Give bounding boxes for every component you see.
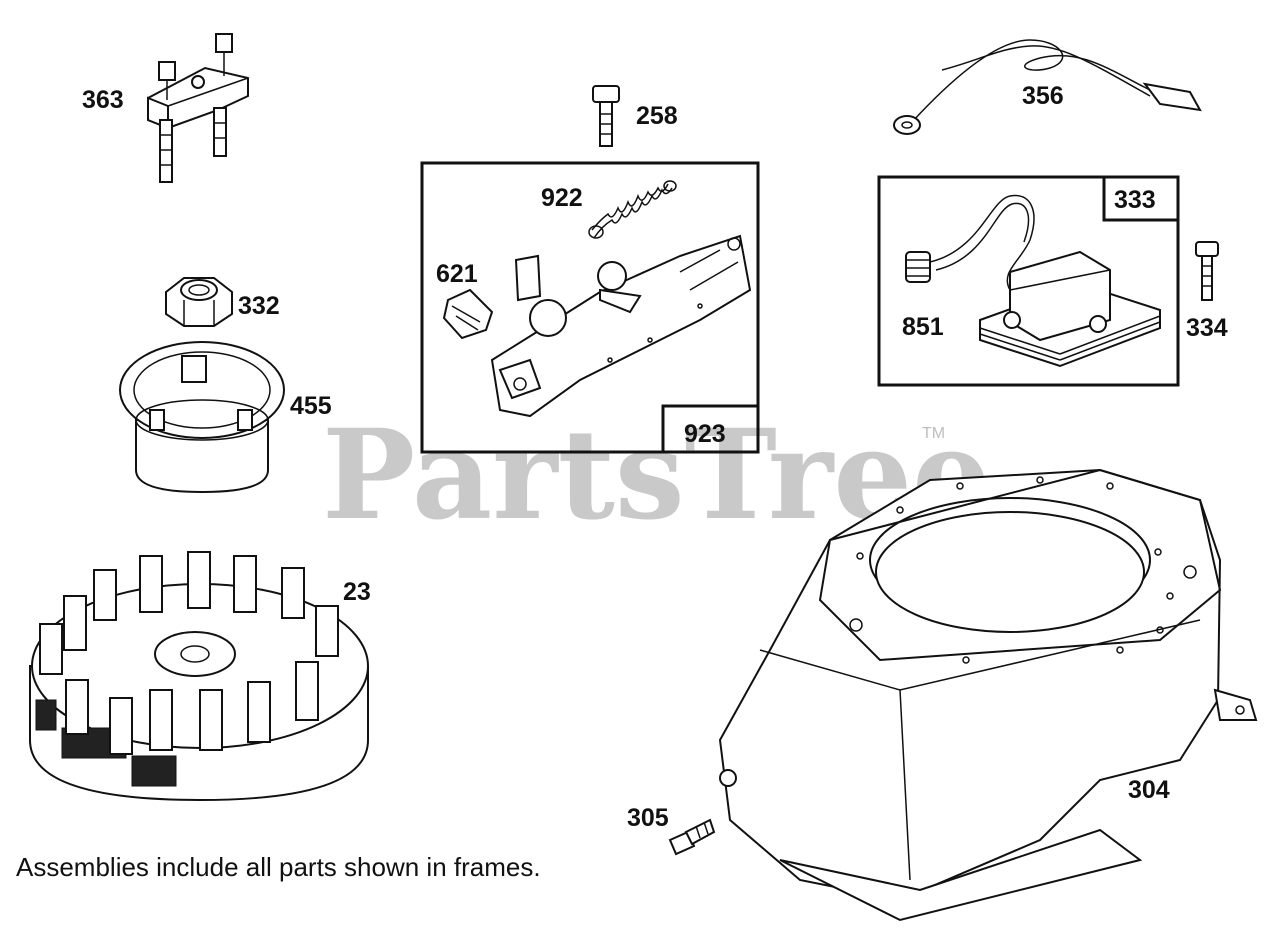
assembly-footnote: Assemblies include all parts shown in fr… [16, 852, 541, 882]
label-363: 363 [82, 86, 124, 114]
label-305: 305 [627, 804, 669, 832]
label-332: 332 [238, 292, 280, 320]
part-356-wire[interactable] [893, 39, 1202, 135]
part-governor-plate[interactable] [490, 234, 752, 418]
label-621: 621 [436, 260, 478, 288]
label-922: 922 [541, 184, 583, 212]
assembly-frame-333[interactable] [877, 175, 1180, 387]
label-258: 258 [636, 102, 678, 130]
label-923: 923 [684, 420, 726, 448]
part-334-screw[interactable] [1195, 241, 1219, 301]
part-363-bracket[interactable] [147, 33, 249, 183]
part-922-spring[interactable] [588, 180, 677, 239]
part-23-flywheel[interactable] [29, 551, 369, 802]
label-304: 304 [1128, 776, 1170, 804]
assembly-frame-923[interactable] [420, 161, 760, 454]
part-304-blower-housing[interactable] [718, 468, 1258, 922]
part-621-clip[interactable] [442, 288, 494, 340]
label-455: 455 [290, 392, 332, 420]
part-258-bolt[interactable] [592, 85, 620, 147]
part-305-screw[interactable] [668, 818, 716, 856]
part-455-cup[interactable] [119, 341, 285, 494]
part-armature-coil[interactable] [929, 194, 1161, 368]
label-333: 333 [1114, 186, 1156, 214]
label-23: 23 [343, 578, 371, 606]
watermark-tm: TM [922, 425, 945, 442]
label-851: 851 [902, 313, 944, 341]
label-356: 356 [1022, 82, 1064, 110]
part-851-spring-terminal[interactable] [905, 251, 931, 283]
part-332-nut[interactable] [165, 277, 233, 327]
label-334: 334 [1186, 314, 1228, 342]
